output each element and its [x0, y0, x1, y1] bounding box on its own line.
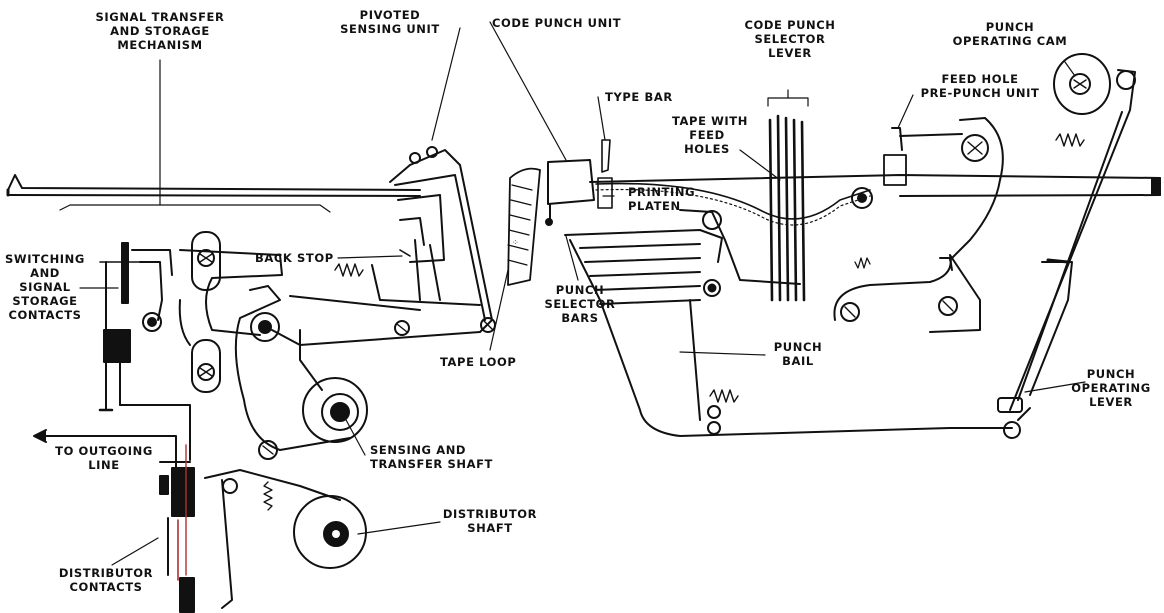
label-type-bar: TYPE BAR	[605, 90, 673, 104]
label-printing-platen: PRINTING PLATEN	[628, 185, 696, 213]
feed-hole-prepunch-unit	[833, 117, 1004, 333]
outgoing-line-arrow	[33, 429, 177, 471]
tape-with-feed-holes	[595, 182, 871, 226]
label-punch-operating-cam: PUNCH OPERATING CAM	[952, 20, 1068, 48]
label-pivoted-sensing-unit: PIVOTED SENSING UNIT	[340, 8, 440, 36]
label-punch-bail: PUNCH BAIL	[773, 340, 823, 368]
label-code-punch-unit: CODE PUNCH UNIT	[492, 16, 622, 30]
tape-guide-rod	[6, 174, 421, 197]
back-stop-spring	[334, 263, 364, 277]
storage-slide-plate	[178, 231, 283, 393]
tape-loop: ⁘	[507, 167, 541, 286]
label-to-outgoing-line: TO OUTGOING LINE	[55, 444, 153, 472]
label-code-punch-selector: CODE PUNCH SELECTOR LEVER	[744, 18, 836, 60]
leader-lines	[59, 21, 1086, 566]
label-signal-transfer: SIGNAL TRANSFER AND STORAGE MECHANISM	[95, 10, 225, 52]
label-distributor-contacts: DISTRIBUTOR CONTACTS	[58, 566, 154, 594]
punch-operating-lever	[997, 258, 1073, 439]
switching-contacts-assembly	[98, 242, 191, 461]
punch-bail-assembly	[564, 209, 1013, 437]
label-tape-with-feed-holes: TAPE WITH FEED HOLES	[672, 114, 748, 156]
label-distributor-shaft: DISTRIBUTOR SHAFT	[442, 507, 538, 535]
selector-levers	[768, 114, 806, 302]
label-sensing-transfer-shaft: SENSING AND TRANSFER SHAFT	[370, 443, 493, 471]
sensing-transfer-shaft	[302, 377, 368, 443]
label-back-stop: BACK STOP	[255, 251, 334, 265]
label-tape-loop: TAPE LOOP	[440, 355, 517, 369]
label-feed-hole-prepunch: FEED HOLE PRE-PUNCH UNIT	[920, 72, 1040, 100]
code-punch-unit	[545, 139, 1161, 226]
svg-text:⁘: ⁘	[512, 238, 519, 247]
distributor-assembly	[159, 444, 367, 613]
pivoted-sensing-unit	[271, 146, 496, 346]
label-punch-operating-lever: PUNCH OPERATING LEVER	[1071, 367, 1151, 409]
punch-operating-cam	[1009, 53, 1136, 411]
label-punch-selector-bars: PUNCH SELECTOR BARS	[544, 283, 616, 325]
label-switching-contacts: SWITCHING AND SIGNAL STORAGE CONTACTS	[5, 252, 85, 322]
transfer-plate	[234, 285, 421, 460]
